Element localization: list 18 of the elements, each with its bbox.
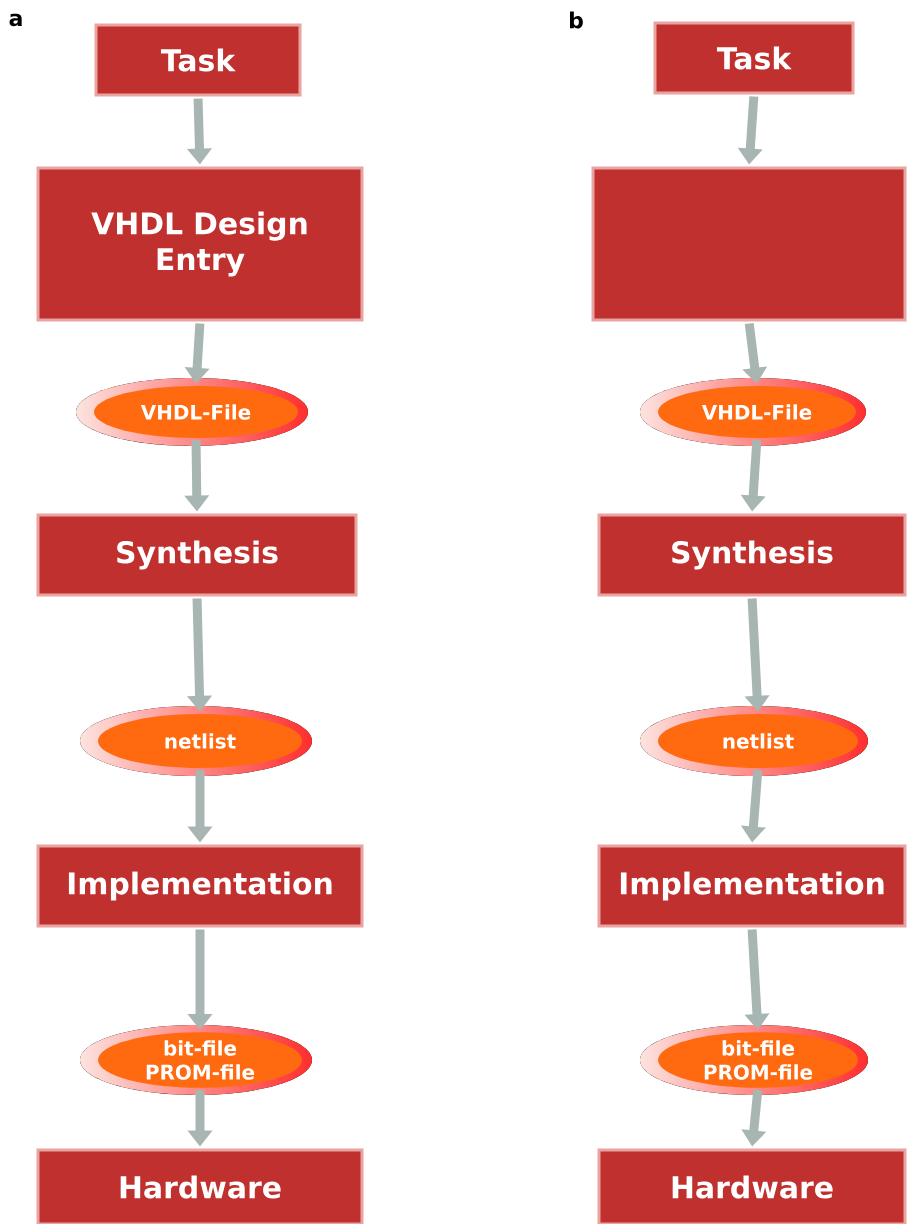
oval-node: bit-file PROM-file xyxy=(80,1025,312,1095)
process-box: Synthesis xyxy=(36,513,358,597)
process-box: Hardware xyxy=(36,1148,364,1224)
oval-node: bit-file PROM-file xyxy=(640,1025,868,1095)
panel-letter: a xyxy=(9,13,22,27)
oval-node: VHDL-File xyxy=(76,378,308,446)
oval-node: VHDL-File xyxy=(640,378,866,446)
oval-node: netlist xyxy=(640,706,868,776)
oval-node: netlist xyxy=(80,706,312,776)
process-box: Task xyxy=(94,23,302,97)
process-box: VHDL Design Entry xyxy=(36,166,364,322)
process-box xyxy=(591,166,907,322)
process-box: Task xyxy=(653,21,855,95)
panel-letter: b xyxy=(570,11,583,29)
process-box: Implementation xyxy=(36,844,364,928)
process-box: Hardware xyxy=(597,1148,907,1224)
process-box: Synthesis xyxy=(597,513,907,597)
process-box: Implementation xyxy=(597,844,907,928)
